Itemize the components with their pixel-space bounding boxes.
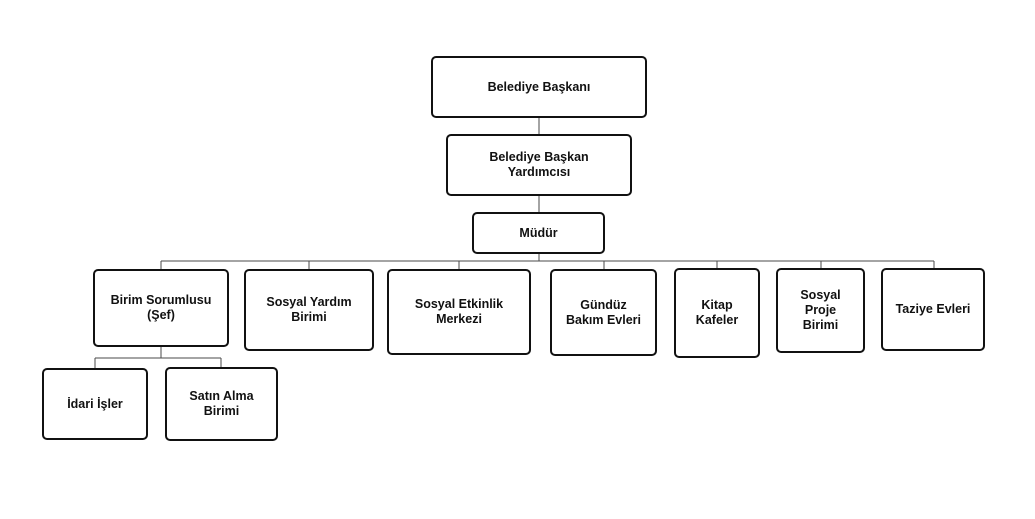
node-belediye-baskan-yardimcisi: Belediye Başkan Yardımcısı — [446, 134, 632, 196]
node-taziye-evleri: Taziye Evleri — [881, 268, 985, 351]
node-kitap-kafeler: Kitap Kafeler — [674, 268, 760, 358]
node-sosyal-etkinlik-merkezi: Sosyal Etkinlik Merkezi — [387, 269, 531, 355]
node-mudur: Müdür — [472, 212, 605, 254]
node-gunduz-bakim-evleri: Gündüz Bakım Evleri — [550, 269, 657, 356]
node-belediye-baskani: Belediye Başkanı — [431, 56, 647, 118]
node-sosyal-proje-birimi: Sosyal Proje Birimi — [776, 268, 865, 353]
node-satin-alma-birimi: Satın Alma Birimi — [165, 367, 278, 441]
node-birim-sorumlusu: Birim Sorumlusu (Şef) — [93, 269, 229, 347]
node-idari-isler: İdari İşler — [42, 368, 148, 440]
node-sosyal-yardim-birimi: Sosyal Yardım Birimi — [244, 269, 374, 351]
